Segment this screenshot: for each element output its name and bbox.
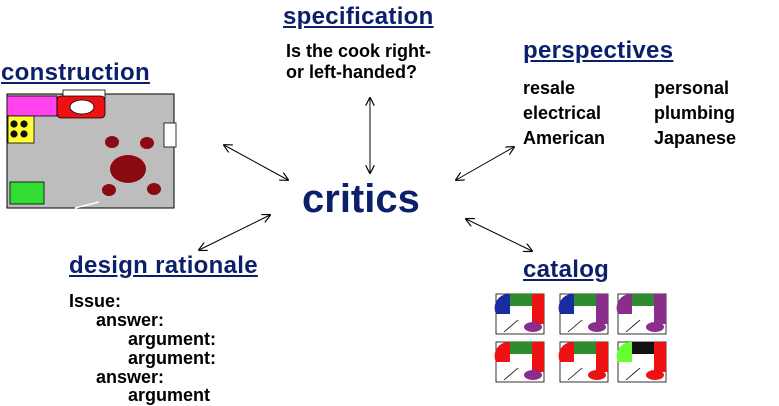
floorplan[interactable]: [6, 89, 177, 209]
rationale-answer: answer:: [96, 367, 165, 387]
perspective-item: electrical: [523, 103, 602, 123]
catalog-item[interactable]: [494, 293, 545, 335]
specification-line-2: or left-handed?: [286, 62, 417, 82]
catalog-item[interactable]: [558, 293, 609, 335]
floorplan-chair: [105, 136, 119, 148]
floorplan-chair: [102, 184, 116, 196]
floorplan-burner: [20, 130, 28, 138]
floorplan-chair: [140, 137, 154, 149]
rationale-argument: argument:: [128, 348, 217, 368]
catalog-heading: catalog: [523, 256, 610, 283]
floorplan-counter-pink: [6, 95, 58, 117]
critics-label: critics: [302, 177, 420, 221]
floorplan-burner: [10, 120, 18, 128]
arrow-catalog: [466, 219, 532, 251]
perspective-item: Japanese: [654, 128, 737, 148]
floorplan-burner: [10, 130, 18, 138]
perspectives-heading: perspectives: [523, 37, 674, 64]
perspective-item: personal: [654, 78, 730, 98]
specification-line-1: Is the cook right-: [286, 41, 432, 61]
floorplan-table: [110, 155, 146, 183]
floorplan-fridge: [9, 181, 45, 205]
rationale-argument: argument: [128, 385, 211, 405]
rationale-answer: answer:: [96, 310, 165, 330]
floorplan-door-swing: [74, 201, 100, 209]
catalog-item[interactable]: [558, 341, 609, 383]
perspective-item: American: [523, 128, 606, 148]
perspective-item: resale: [523, 78, 576, 98]
construction-heading: construction: [1, 59, 150, 86]
design-rationale-heading: design rationale: [69, 252, 258, 279]
floorplan-door: [163, 122, 177, 148]
catalog-item[interactable]: [616, 341, 667, 383]
arrow-construction: [224, 145, 288, 180]
catalog-item[interactable]: [494, 341, 545, 383]
floorplan-stove: [7, 115, 35, 144]
specification-heading: specification: [283, 3, 434, 30]
floorplan-chair: [147, 183, 161, 195]
rationale-argument: argument:: [128, 329, 217, 349]
arrow-perspectives: [456, 147, 514, 180]
rationale-issue: Issue:: [69, 291, 122, 311]
floorplan-sink-basin: [69, 99, 95, 115]
catalog-item[interactable]: [616, 293, 667, 335]
perspective-item: plumbing: [654, 103, 735, 123]
floorplan-burner: [20, 120, 28, 128]
arrow-design-rationale: [199, 215, 270, 250]
